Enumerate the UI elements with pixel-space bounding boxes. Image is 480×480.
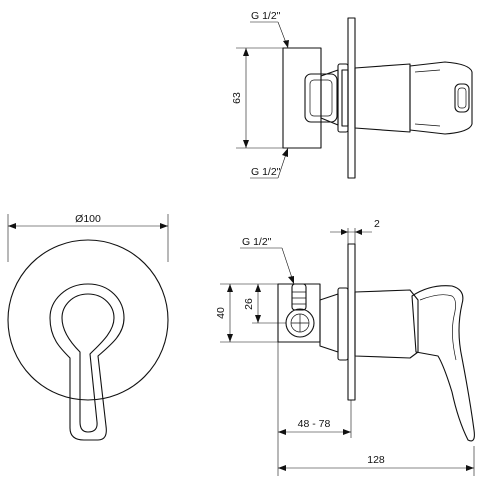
side-view: 2 G 1/2" 40 26 48 - 78 128 [215,218,475,476]
thread-upper-label: G 1/2" [251,10,281,22]
top-inner-body-detail [309,79,333,117]
dim-2-arrow-left [341,229,348,235]
side-neck [319,293,339,353]
top-handle-detail [414,69,441,127]
dim-depth-arrow-left [278,429,286,435]
top-inner-body [304,73,338,123]
top-collar-ring [341,69,349,127]
front-lever-inner [61,293,115,433]
dim-63-label: 63 [231,92,243,104]
cover-circle [7,239,169,401]
front-lever [49,283,125,441]
dim-40-arrow-top [227,284,233,292]
dim-dia-arrow-left [8,223,16,229]
thread-side-arrow [288,276,294,284]
side-cartridge [354,289,419,359]
top-mounting-block [282,47,322,149]
top-view: 63 G 1/2" G 1/2" [231,10,473,179]
dim-depth-label: 48 - 78 [298,418,331,430]
side-top-nipple [291,283,307,311]
top-handle [409,61,473,135]
dim-63-arrow-top [243,48,249,56]
top-neck [320,69,339,126]
side-top-nipple-thread [292,291,306,305]
thread-lower-arrow [282,148,288,157]
top-cover-plate [347,17,356,179]
side-lever-detail [419,294,457,361]
dim-63-arrow-bottom [243,140,249,148]
side-mounting-block [277,283,321,343]
thread-lower-label: G 1/2" [251,166,281,178]
dim-128-arrow-left [278,465,286,471]
side-lever [411,285,475,442]
dim-2-label: 2 [374,218,380,230]
top-cartridge [354,63,411,133]
dim-40-label: 40 [215,307,227,319]
dim-2-arrow-right [355,229,362,235]
dim-128-label: 128 [367,454,385,466]
thread-side-label: G 1/2" [242,236,272,248]
front-view: Ø100 [7,213,169,441]
dim-dia-label: Ø100 [75,213,101,225]
dim-26-arrow-bottom [255,315,261,323]
dim-26-arrow-top [255,284,261,292]
top-collar [337,63,349,133]
dim-26-label: 26 [243,298,255,310]
side-collar [337,287,349,361]
dim-128-arrow-right [466,465,474,471]
top-handle-end-inner [457,87,467,109]
dim-dia-arrow-right [160,223,168,229]
dim-depth-arrow-right [343,429,351,435]
side-cover-plate [347,243,356,401]
top-handle-end [454,83,470,113]
dim-40-arrow-bottom [227,334,233,342]
thread-upper-arrow [283,40,289,48]
side-outlet-cross [291,314,309,332]
